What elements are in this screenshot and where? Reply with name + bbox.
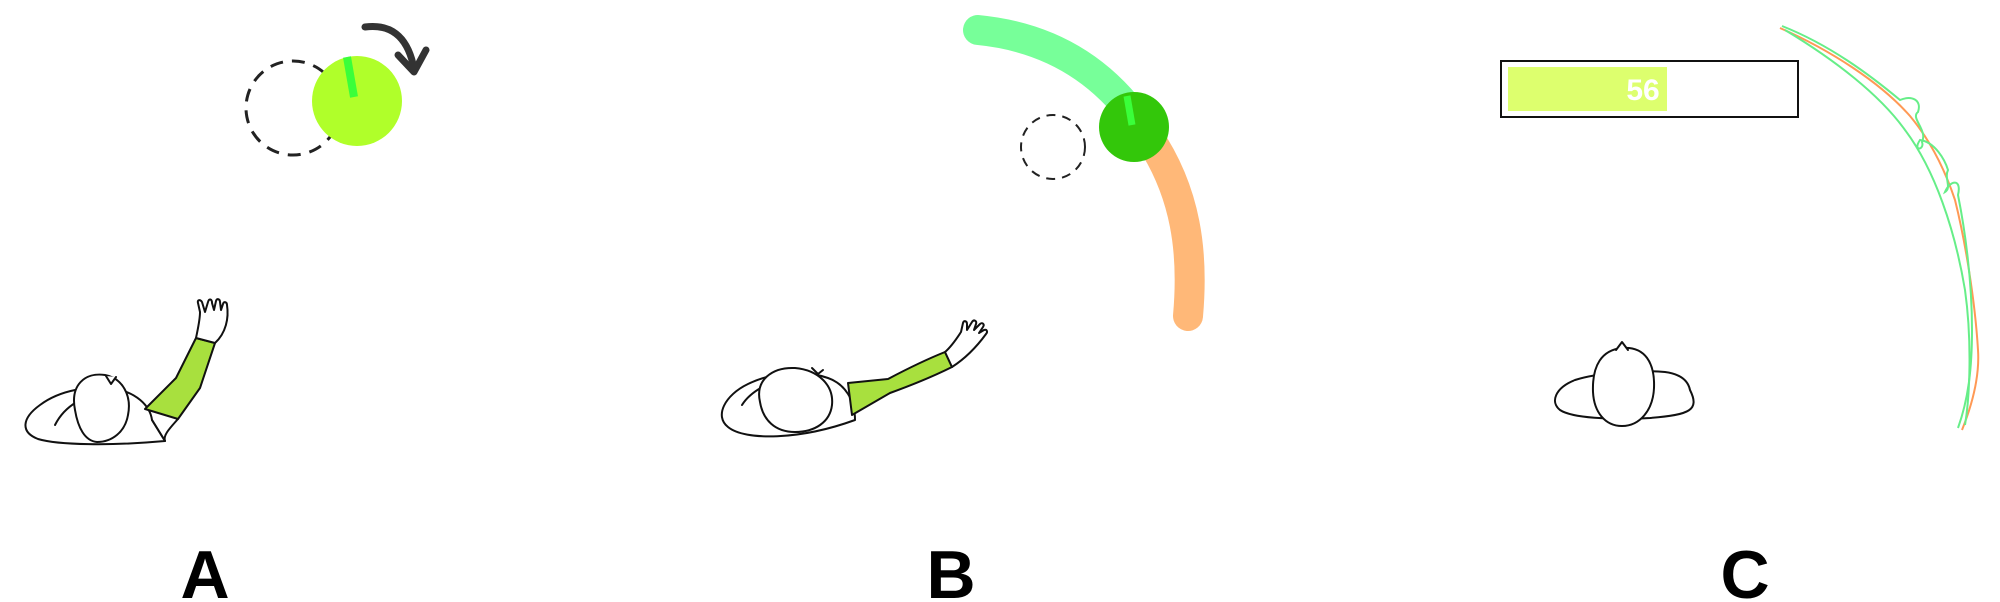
- panel-label-a: A: [180, 537, 229, 602]
- trajectory-traces: [1779, 25, 1980, 431]
- rotation-arrow-icon: [361, 22, 430, 76]
- panel-a: A: [24, 22, 430, 602]
- person-top-view-icon: [24, 298, 229, 446]
- panel-label-c: C: [1720, 537, 1769, 602]
- trace-green: [1781, 25, 1974, 429]
- score-bar-fill: [1508, 67, 1667, 111]
- person-top-view-icon: [1554, 341, 1695, 427]
- score-bar: 56: [1500, 60, 1799, 118]
- panel-c: 56 C: [1500, 25, 1980, 602]
- lime-target: [312, 56, 402, 146]
- green-marker: [1123, 95, 1136, 126]
- score-value: 56: [1626, 74, 1659, 107]
- person-top-view-icon: [720, 319, 989, 438]
- dashed-circle-icon: [1020, 114, 1086, 180]
- green-cursor: [1099, 92, 1169, 162]
- forearm-highlight: [847, 351, 953, 416]
- green-marker: [343, 56, 358, 98]
- forearm-highlight: [144, 337, 216, 420]
- panel-b: B: [720, 15, 1205, 602]
- trace-green-2: [1784, 29, 1971, 426]
- trace-orange: [1779, 27, 1980, 431]
- panel-label-b: B: [926, 537, 975, 602]
